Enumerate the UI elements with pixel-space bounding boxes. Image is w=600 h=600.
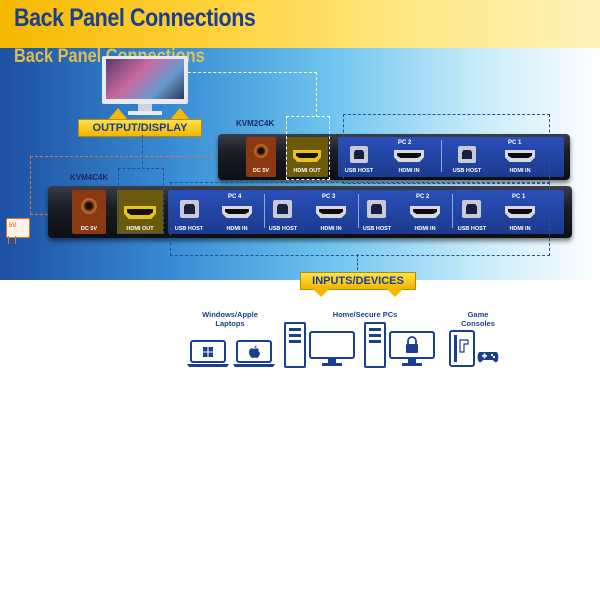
kvm4-pc2-hdmi-port[interactable] (410, 206, 440, 218)
kvm2-pc1-hdmi-label: HDMI IN (509, 168, 531, 174)
header-bar (0, 0, 600, 48)
kvm2-pc2-usb-label: USB HOST (344, 168, 374, 174)
kvm2-dc-label: DC 5V (252, 168, 270, 174)
kvm4-pc3-hdmi-label: HDMI IN (320, 226, 342, 232)
kvm4-pc1-hdmi-port[interactable] (505, 206, 535, 218)
arrow-left-icon (108, 108, 128, 120)
kvm2-pc1-usb-label: USB HOST (452, 168, 482, 174)
kvm4-pc4-usb-label: USB HOST (174, 226, 204, 232)
kvm4-dc-jack[interactable] (81, 198, 97, 214)
kvm2-pc2-usb-port[interactable] (350, 146, 368, 163)
output-display-callout: OUTPUT/DISPLAY (78, 119, 202, 137)
kvm4-pc1-usb-port[interactable] (462, 200, 481, 218)
kvm4-pc3-usb-port[interactable] (273, 200, 292, 218)
monitor-icon (102, 56, 188, 120)
power-adapter-label: 5V (9, 223, 17, 229)
power-adapter-prong (8, 236, 16, 244)
kvm4-separator-2 (358, 194, 359, 228)
kvm2-pc1-usb-port[interactable] (458, 146, 476, 163)
kvm2-separator (441, 140, 442, 172)
arrow-right-icon (170, 108, 190, 120)
kvm4-separator-3 (452, 194, 453, 228)
kvm4-pc4-hdmi-label: HDMI IN (226, 226, 248, 232)
kvm4-pc4-hdmi-port[interactable] (222, 206, 252, 218)
kvm4-pc3-usb-label: USB HOST (268, 226, 298, 232)
desktop-pc-icon (284, 322, 356, 368)
page-title: Back Panel Connections (14, 4, 256, 32)
kvm4-pc1-hdmi-label: HDMI IN (509, 226, 531, 232)
kvm4-pc4-usb-port[interactable] (180, 200, 199, 218)
power-cable-kvm2 (30, 156, 218, 158)
inputs-arrow-right-icon (386, 288, 404, 297)
game-console-icon (448, 330, 504, 368)
kvm2-hdmi-out-label: HDMI OUT (293, 168, 321, 174)
laptops-label: Windows/Apple Laptops (202, 310, 258, 328)
kvm4-hdmi-out-label: HDMI OUT (126, 226, 154, 232)
kvm4-pc3-title: PC 3 (322, 194, 336, 200)
kvm2-pc2-title: PC 2 (398, 140, 412, 146)
kvm4-output-dashed-box (118, 168, 164, 234)
windows-laptop-icon (186, 340, 230, 368)
power-cable-kvm4 (30, 214, 48, 216)
kvm2-hdmi-out-port[interactable] (293, 150, 321, 162)
kvm4-pc2-title: PC 2 (416, 194, 430, 200)
pcs-label: Home/Secure PCs (332, 310, 398, 319)
apple-laptop-icon (232, 340, 276, 368)
kvm4-pc2-usb-label: USB HOST (362, 226, 392, 232)
consoles-label: Game Consoles (461, 310, 495, 328)
kvm4-dc-label: DC 5V (80, 226, 98, 232)
kvm2-output-dashed-box (286, 116, 330, 180)
connector-monitor-kvm4 (142, 135, 144, 169)
power-cable-vertical (30, 156, 32, 214)
kvm2-dc-jack[interactable] (254, 144, 268, 158)
kvm4-pc2-hdmi-label: HDMI IN (414, 226, 436, 232)
inputs-devices-callout: INPUTS/DEVICES (300, 272, 416, 290)
kvm2-pc1-title: PC 1 (508, 140, 522, 146)
kvm4-pc1-usb-label: USB HOST (457, 226, 487, 232)
inputs-arrow-left-icon (312, 288, 330, 297)
kvm4-hdmi-out-port[interactable] (124, 206, 156, 219)
kvm2-model-label: KVM2C4K (236, 119, 275, 128)
kvm2-pc2-hdmi-label: HDMI IN (398, 168, 420, 174)
kvm4-pc3-hdmi-port[interactable] (316, 206, 346, 218)
kvm4-pc2-usb-port[interactable] (367, 200, 386, 218)
secure-pc-icon (364, 322, 436, 368)
kvm4-pc4-title: PC 4 (228, 194, 242, 200)
kvm4-separator-1 (264, 194, 265, 228)
kvm4-inputs-dashed-box (170, 182, 550, 256)
connector-monitor-kvm2 (188, 72, 317, 117)
power-adapter-icon: 5V (6, 218, 30, 238)
kvm2-inputs-dashed-box (343, 114, 550, 184)
kvm4-pc1-title: PC 1 (512, 194, 526, 200)
kvm4-model-label: KVM4C4K (70, 173, 109, 182)
connector-inputs-callout (357, 254, 359, 270)
kvm2-pc2-hdmi-port[interactable] (394, 150, 424, 162)
kvm2-pc1-hdmi-port[interactable] (505, 150, 535, 162)
